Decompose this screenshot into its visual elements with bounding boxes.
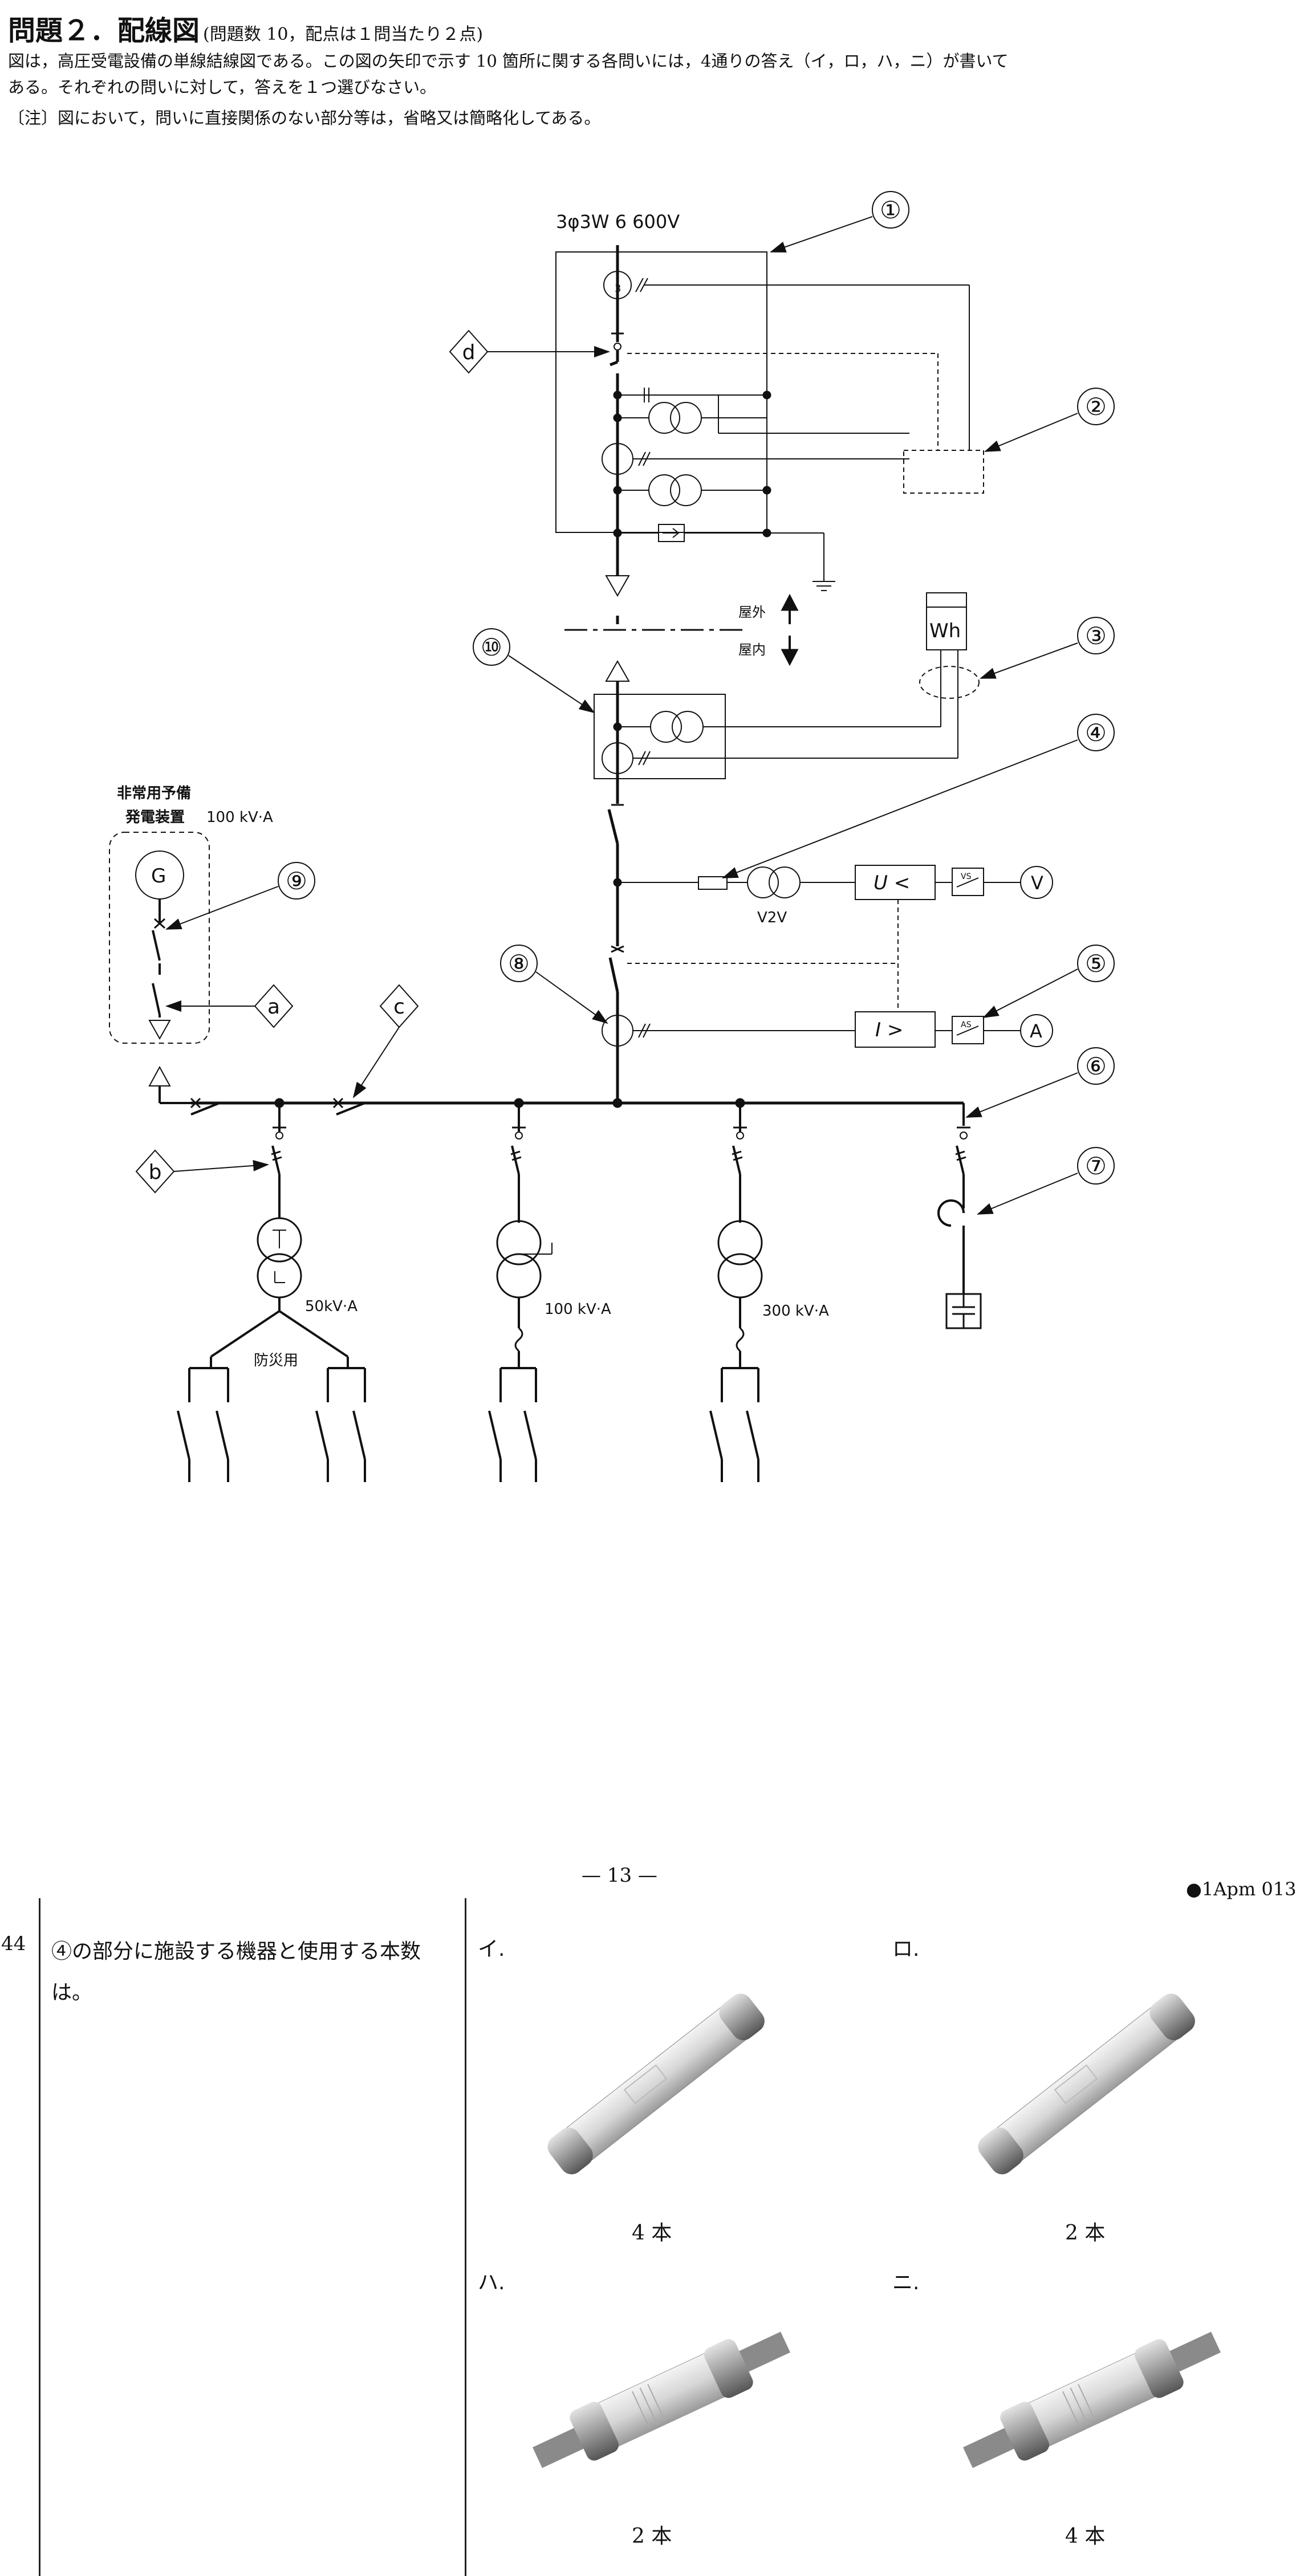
table-divider xyxy=(465,1898,466,2576)
svg-text:V: V xyxy=(1031,872,1043,894)
feeder-4 xyxy=(937,1126,982,1329)
option-ro-label[interactable]: ロ. xyxy=(892,1938,920,1961)
instruction-line-1: 図は，高圧受電設備の単線結線図である。この図の矢印で示す 10 箇所に関する各問… xyxy=(8,51,1009,71)
svg-text:非常用予備: 非常用予備 xyxy=(117,784,191,802)
callout-5 xyxy=(1077,945,1115,982)
svg-text:VS: VS xyxy=(961,872,972,881)
voltmeter xyxy=(1020,866,1053,899)
callout-7 xyxy=(1077,1147,1115,1185)
option-i-count: 4 本 xyxy=(632,2221,672,2245)
page-number: — 13 — xyxy=(582,1864,657,1887)
callout-3 xyxy=(1077,617,1115,654)
svg-text:V2V: V2V xyxy=(757,909,787,926)
svg-text:②: ② xyxy=(1085,393,1107,421)
svg-text:屋内: 屋内 xyxy=(738,642,766,658)
svg-text:A: A xyxy=(1030,1020,1042,1042)
svg-text:⑧: ⑧ xyxy=(508,950,530,978)
ammeter xyxy=(1020,1014,1053,1047)
option-ha-label[interactable]: ハ. xyxy=(478,2271,505,2294)
option-ro-count: 2 本 xyxy=(1065,2221,1106,2245)
option-i-label[interactable]: イ. xyxy=(478,1938,505,1961)
svg-text:50kV·A: 50kV·A xyxy=(305,1298,358,1315)
callout-10 xyxy=(473,628,510,666)
single-line-diagram: 3φ3W 6 600V 3 xyxy=(109,191,1115,1482)
svg-text:a: a xyxy=(267,995,280,1019)
svg-text:300 kV·A: 300 kV·A xyxy=(762,1303,829,1320)
svg-text:b: b xyxy=(149,1161,162,1184)
svg-text:発電装置: 発電装置 xyxy=(125,809,185,826)
title-text: 問題２．配線図 xyxy=(8,15,200,47)
zct-symbol xyxy=(603,271,632,299)
svg-text:屋外: 屋外 xyxy=(738,604,766,620)
svg-text:G: G xyxy=(151,865,166,888)
svg-text:⑩: ⑩ xyxy=(481,633,502,661)
item-3-ellipse xyxy=(919,666,980,699)
callout-6 xyxy=(1077,1047,1115,1085)
svg-text:I >: I > xyxy=(875,1019,903,1041)
question-title: 問題２．配線図(問題数 10，配点は１問当たり２点) xyxy=(8,8,483,48)
svg-text:c: c xyxy=(393,995,405,1019)
callout-9 xyxy=(278,862,315,900)
callout-8 xyxy=(500,945,538,982)
option-ha-fuse-image[interactable] xyxy=(519,2309,804,2491)
svg-text:d: d xyxy=(462,341,476,364)
svg-text:Wh: Wh xyxy=(929,620,961,642)
supply-label: 3φ3W 6 600V xyxy=(556,211,680,233)
callout-4 xyxy=(1077,714,1115,751)
option-ni-fuse-image[interactable] xyxy=(949,2309,1234,2491)
feeder-1 xyxy=(177,1103,366,1482)
question-text: ④の部分に施設する機器と使用する本数は。 xyxy=(51,1940,421,2004)
svg-text:防災用: 防災用 xyxy=(254,1352,298,1369)
option-i-fuse-image[interactable] xyxy=(513,1972,798,2195)
svg-text:100 kV·A: 100 kV·A xyxy=(545,1301,611,1318)
note-line: 〔注〕図において，問いに直接関係のない部分等は，省略又は簡略化してある。 xyxy=(8,108,601,128)
option-ro-fuse-image[interactable] xyxy=(944,1972,1229,2195)
callout-2 xyxy=(1077,388,1115,425)
item-4-pf xyxy=(698,876,728,890)
svg-text:⑦: ⑦ xyxy=(1085,1152,1107,1180)
title-subtitle: (問題数 10，配点は１問当たり２点) xyxy=(203,25,484,44)
question-number: 44 xyxy=(1,1932,26,1955)
svg-text:③: ③ xyxy=(1085,622,1107,650)
generator-box xyxy=(109,832,210,1044)
svg-text:AS: AS xyxy=(961,1020,972,1029)
svg-text:U <: U < xyxy=(874,872,910,894)
svg-text:④: ④ xyxy=(1085,719,1107,747)
exam-code: ●1Apm 013 xyxy=(1186,1878,1297,1900)
svg-text:3: 3 xyxy=(615,283,621,295)
feeder-3 xyxy=(709,1103,763,1482)
callout-a xyxy=(254,984,294,1028)
svg-text:⑨: ⑨ xyxy=(286,867,307,895)
table-divider xyxy=(39,1898,40,2576)
callout-b xyxy=(135,1149,175,1194)
vct-box xyxy=(594,694,726,779)
feeder-2 xyxy=(488,1103,552,1482)
option-ha-count: 2 本 xyxy=(632,2525,672,2548)
svg-text:⑤: ⑤ xyxy=(1085,950,1107,978)
instruction-line-2: ある。それぞれの問いに対して，答えを１つ選びなさい。 xyxy=(8,78,437,97)
oc-relay xyxy=(855,1011,936,1048)
wh-meter xyxy=(926,592,967,650)
svg-text:100 kV·A: 100 kV·A xyxy=(206,809,273,826)
grd-relay-box xyxy=(903,450,984,494)
option-ni-label[interactable]: ニ. xyxy=(892,2271,920,2294)
callout-1 xyxy=(872,191,909,229)
svg-text:①: ① xyxy=(880,196,901,224)
option-ni-count: 4 本 xyxy=(1065,2525,1106,2548)
question-table: 44 ④の部分に施設する機器と使用する本数は。 イ. ロ. ハ. ニ. xyxy=(0,1898,1300,2576)
callout-d xyxy=(449,329,489,374)
svg-text:⑥: ⑥ xyxy=(1085,1052,1107,1080)
